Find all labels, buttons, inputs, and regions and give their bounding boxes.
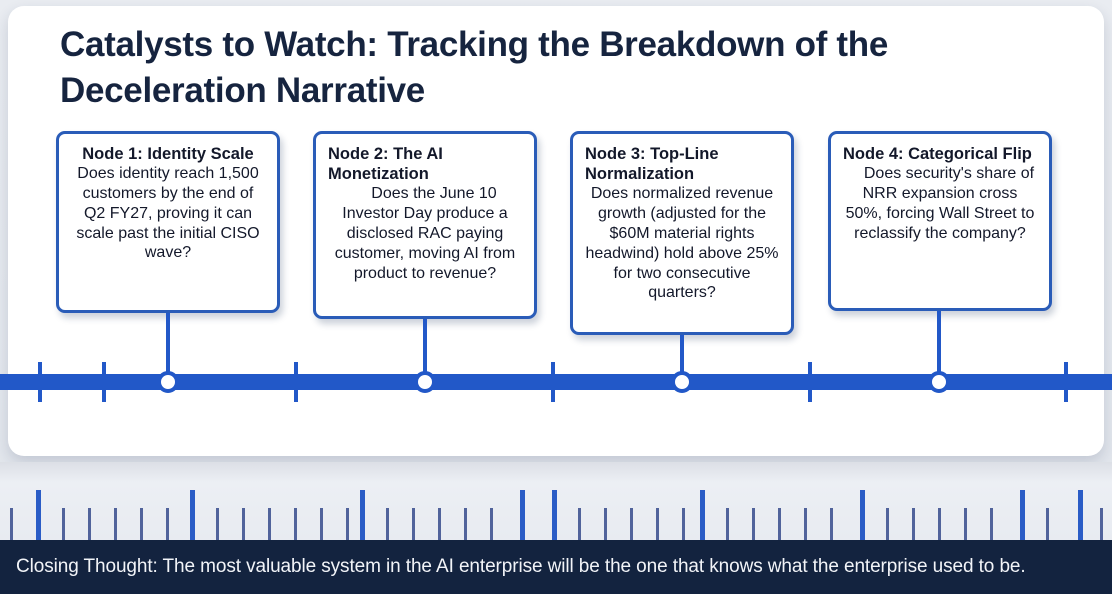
ruler-minor-tick-17 [490, 508, 493, 540]
timeline-axis-tick-4 [551, 362, 555, 402]
ruler-minor-tick-25 [778, 508, 781, 540]
node-card-3-title: Node 3: Top-Line Normalization [585, 145, 719, 184]
ruler-minor-tick-12 [346, 508, 349, 540]
ruler-minor-tick-29 [912, 508, 915, 540]
timeline-node-marker-1[interactable] [157, 371, 179, 393]
node-card-2-body: Does the June 10 Investor Day produce a … [334, 185, 516, 282]
node-connector-3 [680, 335, 684, 383]
ruler-minor-tick-5 [140, 508, 143, 540]
ruler-minor-tick-3 [88, 508, 91, 540]
node-card-4-body: Does security's share of NRR expansion c… [845, 165, 1035, 242]
timeline-axis-tick-5 [808, 362, 812, 402]
ruler-minor-tick-8 [242, 508, 245, 540]
ruler-minor-tick-1 [10, 508, 13, 540]
ruler-minor-tick-2 [62, 508, 65, 540]
timeline-bar [0, 374, 1112, 390]
ruler-minor-tick-6 [166, 508, 169, 540]
timeline-node-marker-4[interactable] [928, 371, 950, 393]
node-connector-1 [166, 313, 170, 383]
node-card-2[interactable]: Node 2: The AI Monetization Does the Jun… [313, 131, 537, 319]
ruler-minor-tick-22 [682, 508, 685, 540]
timeline-axis-tick-1 [38, 362, 42, 402]
ruler-major-tick-6 [700, 490, 705, 540]
ruler-major-tick-5 [552, 490, 557, 540]
ruler-minor-tick-21 [656, 508, 659, 540]
ruler-major-tick-4 [520, 490, 525, 540]
ruler-minor-tick-10 [294, 508, 297, 540]
node-card-1-body: Does identity reach 1,500 customers by t… [76, 165, 260, 262]
timeline-node-marker-3[interactable] [671, 371, 693, 393]
timeline-axis-tick-6 [1064, 362, 1068, 402]
ruler-tick-group [0, 462, 1112, 540]
ruler-minor-tick-24 [752, 508, 755, 540]
ruler-minor-tick-32 [990, 508, 993, 540]
ruler-major-tick-9 [1078, 490, 1083, 540]
ruler-minor-tick-9 [268, 508, 271, 540]
node-card-3[interactable]: Node 3: Top-Line Normalization Does norm… [570, 131, 794, 335]
ruler-minor-tick-33 [1046, 508, 1049, 540]
ruler-major-tick-7 [860, 490, 865, 540]
ruler-minor-tick-28 [886, 508, 889, 540]
ruler-minor-tick-7 [216, 508, 219, 540]
ruler-strip [0, 462, 1112, 540]
ruler-minor-tick-30 [938, 508, 941, 540]
page-title: Catalysts to Watch: Tracking the Breakdo… [60, 25, 889, 111]
closing-thought-text: Closing Thought: The most valuable syste… [16, 556, 1026, 577]
ruler-minor-tick-4 [114, 508, 117, 540]
node-card-4[interactable]: Node 4: Categorical Flip Does security's… [828, 131, 1052, 311]
ruler-major-tick-1 [36, 490, 41, 540]
timeline-node-marker-2[interactable] [414, 371, 436, 393]
closing-thought-banner: Closing Thought: The most valuable syste… [0, 540, 1112, 594]
ruler-minor-tick-14 [412, 508, 415, 540]
ruler-minor-tick-16 [464, 508, 467, 540]
ruler-major-tick-2 [190, 490, 195, 540]
ruler-minor-tick-19 [604, 508, 607, 540]
node-card-1-title: Node 1: Identity Scale [82, 145, 254, 163]
ruler-minor-tick-15 [438, 508, 441, 540]
ruler-minor-tick-23 [726, 508, 729, 540]
ruler-minor-tick-34 [1100, 508, 1103, 540]
node-card-group: Node 1: Identity Scale Does identity rea… [0, 131, 1096, 335]
node-card-2-title: Node 2: The AI Monetization [328, 145, 443, 184]
ruler-minor-tick-13 [386, 508, 389, 540]
node-connector-4 [937, 311, 941, 383]
timeline-axis-tick-3 [294, 362, 298, 402]
ruler-minor-tick-11 [320, 508, 323, 540]
ruler-minor-tick-20 [630, 508, 633, 540]
node-card-1[interactable]: Node 1: Identity Scale Does identity rea… [56, 131, 280, 313]
node-card-4-title: Node 4: Categorical Flip [843, 145, 1032, 163]
ruler-minor-tick-27 [830, 508, 833, 540]
node-connector-2 [423, 319, 427, 383]
ruler-minor-tick-18 [578, 508, 581, 540]
ruler-major-tick-3 [360, 490, 365, 540]
ruler-minor-tick-31 [964, 508, 967, 540]
timeline-axis-tick-2 [102, 362, 106, 402]
node-card-3-body: Does normalized revenue growth (adjusted… [585, 185, 779, 302]
ruler-minor-tick-26 [804, 508, 807, 540]
ruler-major-tick-8 [1020, 490, 1025, 540]
